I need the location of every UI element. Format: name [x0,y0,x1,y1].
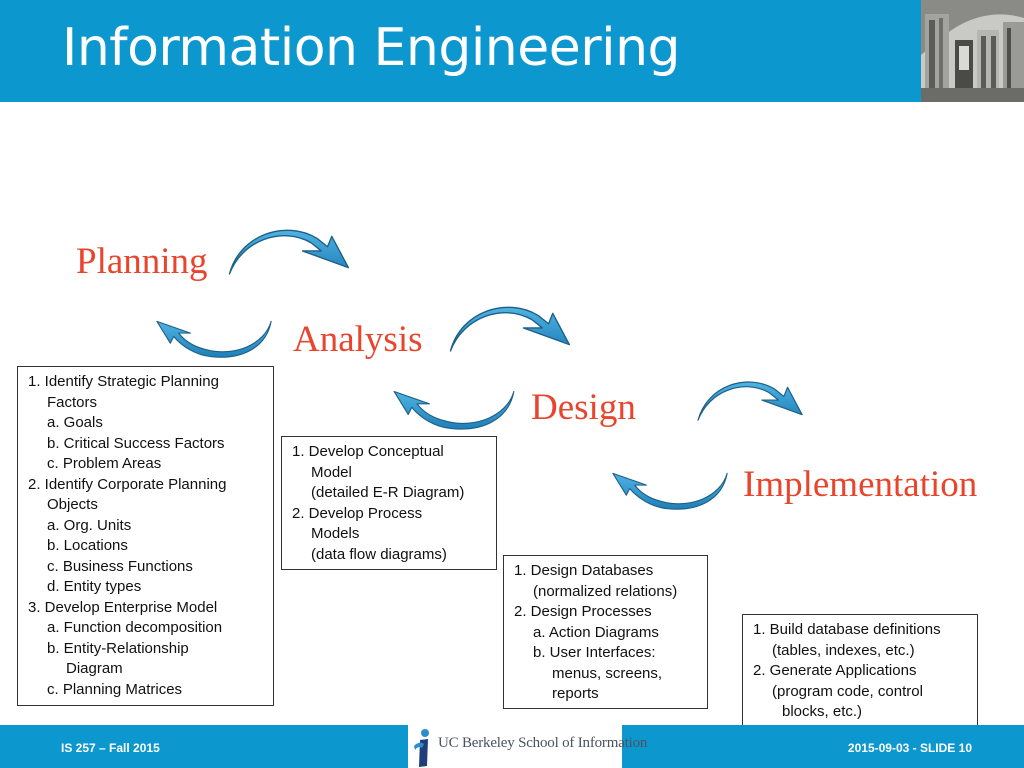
planning-step: Factors [47,393,98,411]
implementation-step: (tables, indexes, etc.) [772,641,915,659]
stage-planning: Planning [76,241,208,282]
stage-design: Design [531,387,636,428]
design-steps-box: 1. Design Databases (normalized relation… [503,555,708,709]
footer-slide-info: 2015-09-03 - SLIDE 10 [847,741,972,755]
planning-step: c. Planning Matrices [47,680,183,698]
curved-arrow-back-icon [156,320,272,358]
curved-arrow-back-icon [612,472,728,510]
analysis-step: (detailed E-R Diagram) [311,484,465,501]
slide-title: Information Engineering [62,18,681,78]
planning-step: 2. Identify Corporate Planning [28,475,227,493]
planning-step: b. Entity-Relationship [47,639,189,657]
planning-step: a. Goals [47,414,103,431]
planning-step: c. Business Functions [47,557,193,575]
design-step: (normalized relations) [533,582,678,600]
design-step: 2. Design Processes [514,603,652,620]
planning-step: a. Function decomposition [47,619,223,636]
planning-step: a. Org. Units [47,516,132,534]
stage-implementation: Implementation [743,464,978,505]
curved-arrow-forward-icon [228,229,350,275]
implementation-steps-box: 1. Build database definitions (tables, i… [742,614,978,727]
planning-step: Diagram [66,660,123,677]
footer-logo-text: UC Berkeley School of Information [438,735,648,751]
design-step: b. User Interfaces: [533,644,656,661]
design-step: reports [552,685,599,702]
planning-step: d. Entity types [47,578,142,595]
analysis-steps-box: 1. Develop Conceptual Model (detailed E-… [281,436,497,570]
implementation-step: (program code, control [772,682,923,700]
curved-arrow-back-icon [393,390,515,430]
analysis-step: Models [311,525,360,542]
planning-step: 3. Develop Enterprise Model [28,598,218,616]
design-step: 1. Design Databases [514,562,654,579]
planning-step: 1. Identify Strategic Planning [28,373,219,390]
analysis-step: 2. Develop Process [292,504,423,522]
header-bar [0,0,1024,102]
design-step: menus, screens, [552,664,663,682]
analysis-step: Model [311,463,352,481]
planning-step: b. Locations [47,537,128,554]
planning-step: Objects [47,496,98,513]
implementation-step: 2. Generate Applications [753,662,917,679]
footer-course: IS 257 – Fall 2015 [61,741,160,755]
stage-analysis: Analysis [293,319,423,360]
planning-step: c. Problem Areas [47,455,162,472]
berkeley-i-logo-icon [414,729,429,767]
design-step: a. Action Diagrams [533,623,659,641]
header-photo [921,0,1024,102]
implementation-step: blocks, etc.) [782,703,863,720]
analysis-step: 1. Develop Conceptual [292,443,444,460]
curved-arrow-forward-icon [449,306,571,352]
implementation-step: 1. Build database definitions [753,621,941,638]
planning-steps-box: 1. Identify Strategic Planning Factors a… [17,366,274,706]
analysis-step: (data flow diagrams) [311,545,447,563]
footer-logo: UC Berkeley School of Information [408,725,647,768]
planning-step: b. Critical Success Factors [47,434,225,452]
curved-arrow-forward-icon [697,381,803,421]
